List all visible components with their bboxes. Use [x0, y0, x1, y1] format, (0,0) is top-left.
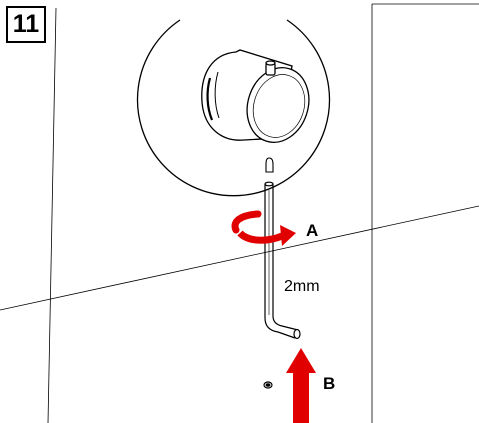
- hex-key-bottom-end: [293, 328, 301, 340]
- push-arrow-shaft: [293, 372, 309, 423]
- rotation-arrow-head: [280, 225, 296, 246]
- grub-screw-body: [265, 157, 274, 173]
- hex-key-top-end: [264, 181, 274, 187]
- handle-end-cap-inner: [252, 74, 306, 138]
- loose-screw: [263, 381, 273, 389]
- handle-end-cap: [246, 67, 310, 143]
- push-arrow-b: [286, 348, 316, 423]
- step-number-badge: 11: [6, 6, 46, 43]
- hex-key-outline-left: [264, 184, 296, 339]
- hex-key-size-label: 2mm: [284, 278, 320, 295]
- push-arrow-head: [286, 348, 316, 373]
- rotation-arrow-front: [237, 230, 284, 244]
- rotation-arrow-a: [231, 210, 296, 246]
- thermostat-handle: [201, 49, 310, 143]
- tile-joint-horizontal: [0, 205, 479, 311]
- hex-key-outline-right: [272, 184, 299, 331]
- rotation-arrow-back: [231, 210, 262, 234]
- handle-top-pin-cap: [265, 60, 276, 66]
- handle-shading: [206, 77, 214, 121]
- label-a: A: [306, 221, 319, 240]
- hex-key: [264, 181, 301, 340]
- tile-grid: [0, 3, 479, 423]
- tile-joint-left: [47, 7, 57, 423]
- loose-screw-socket: [265, 383, 271, 387]
- handle-shading-inner: [214, 71, 220, 119]
- label-b: B: [323, 374, 336, 393]
- grub-screw: [265, 157, 274, 173]
